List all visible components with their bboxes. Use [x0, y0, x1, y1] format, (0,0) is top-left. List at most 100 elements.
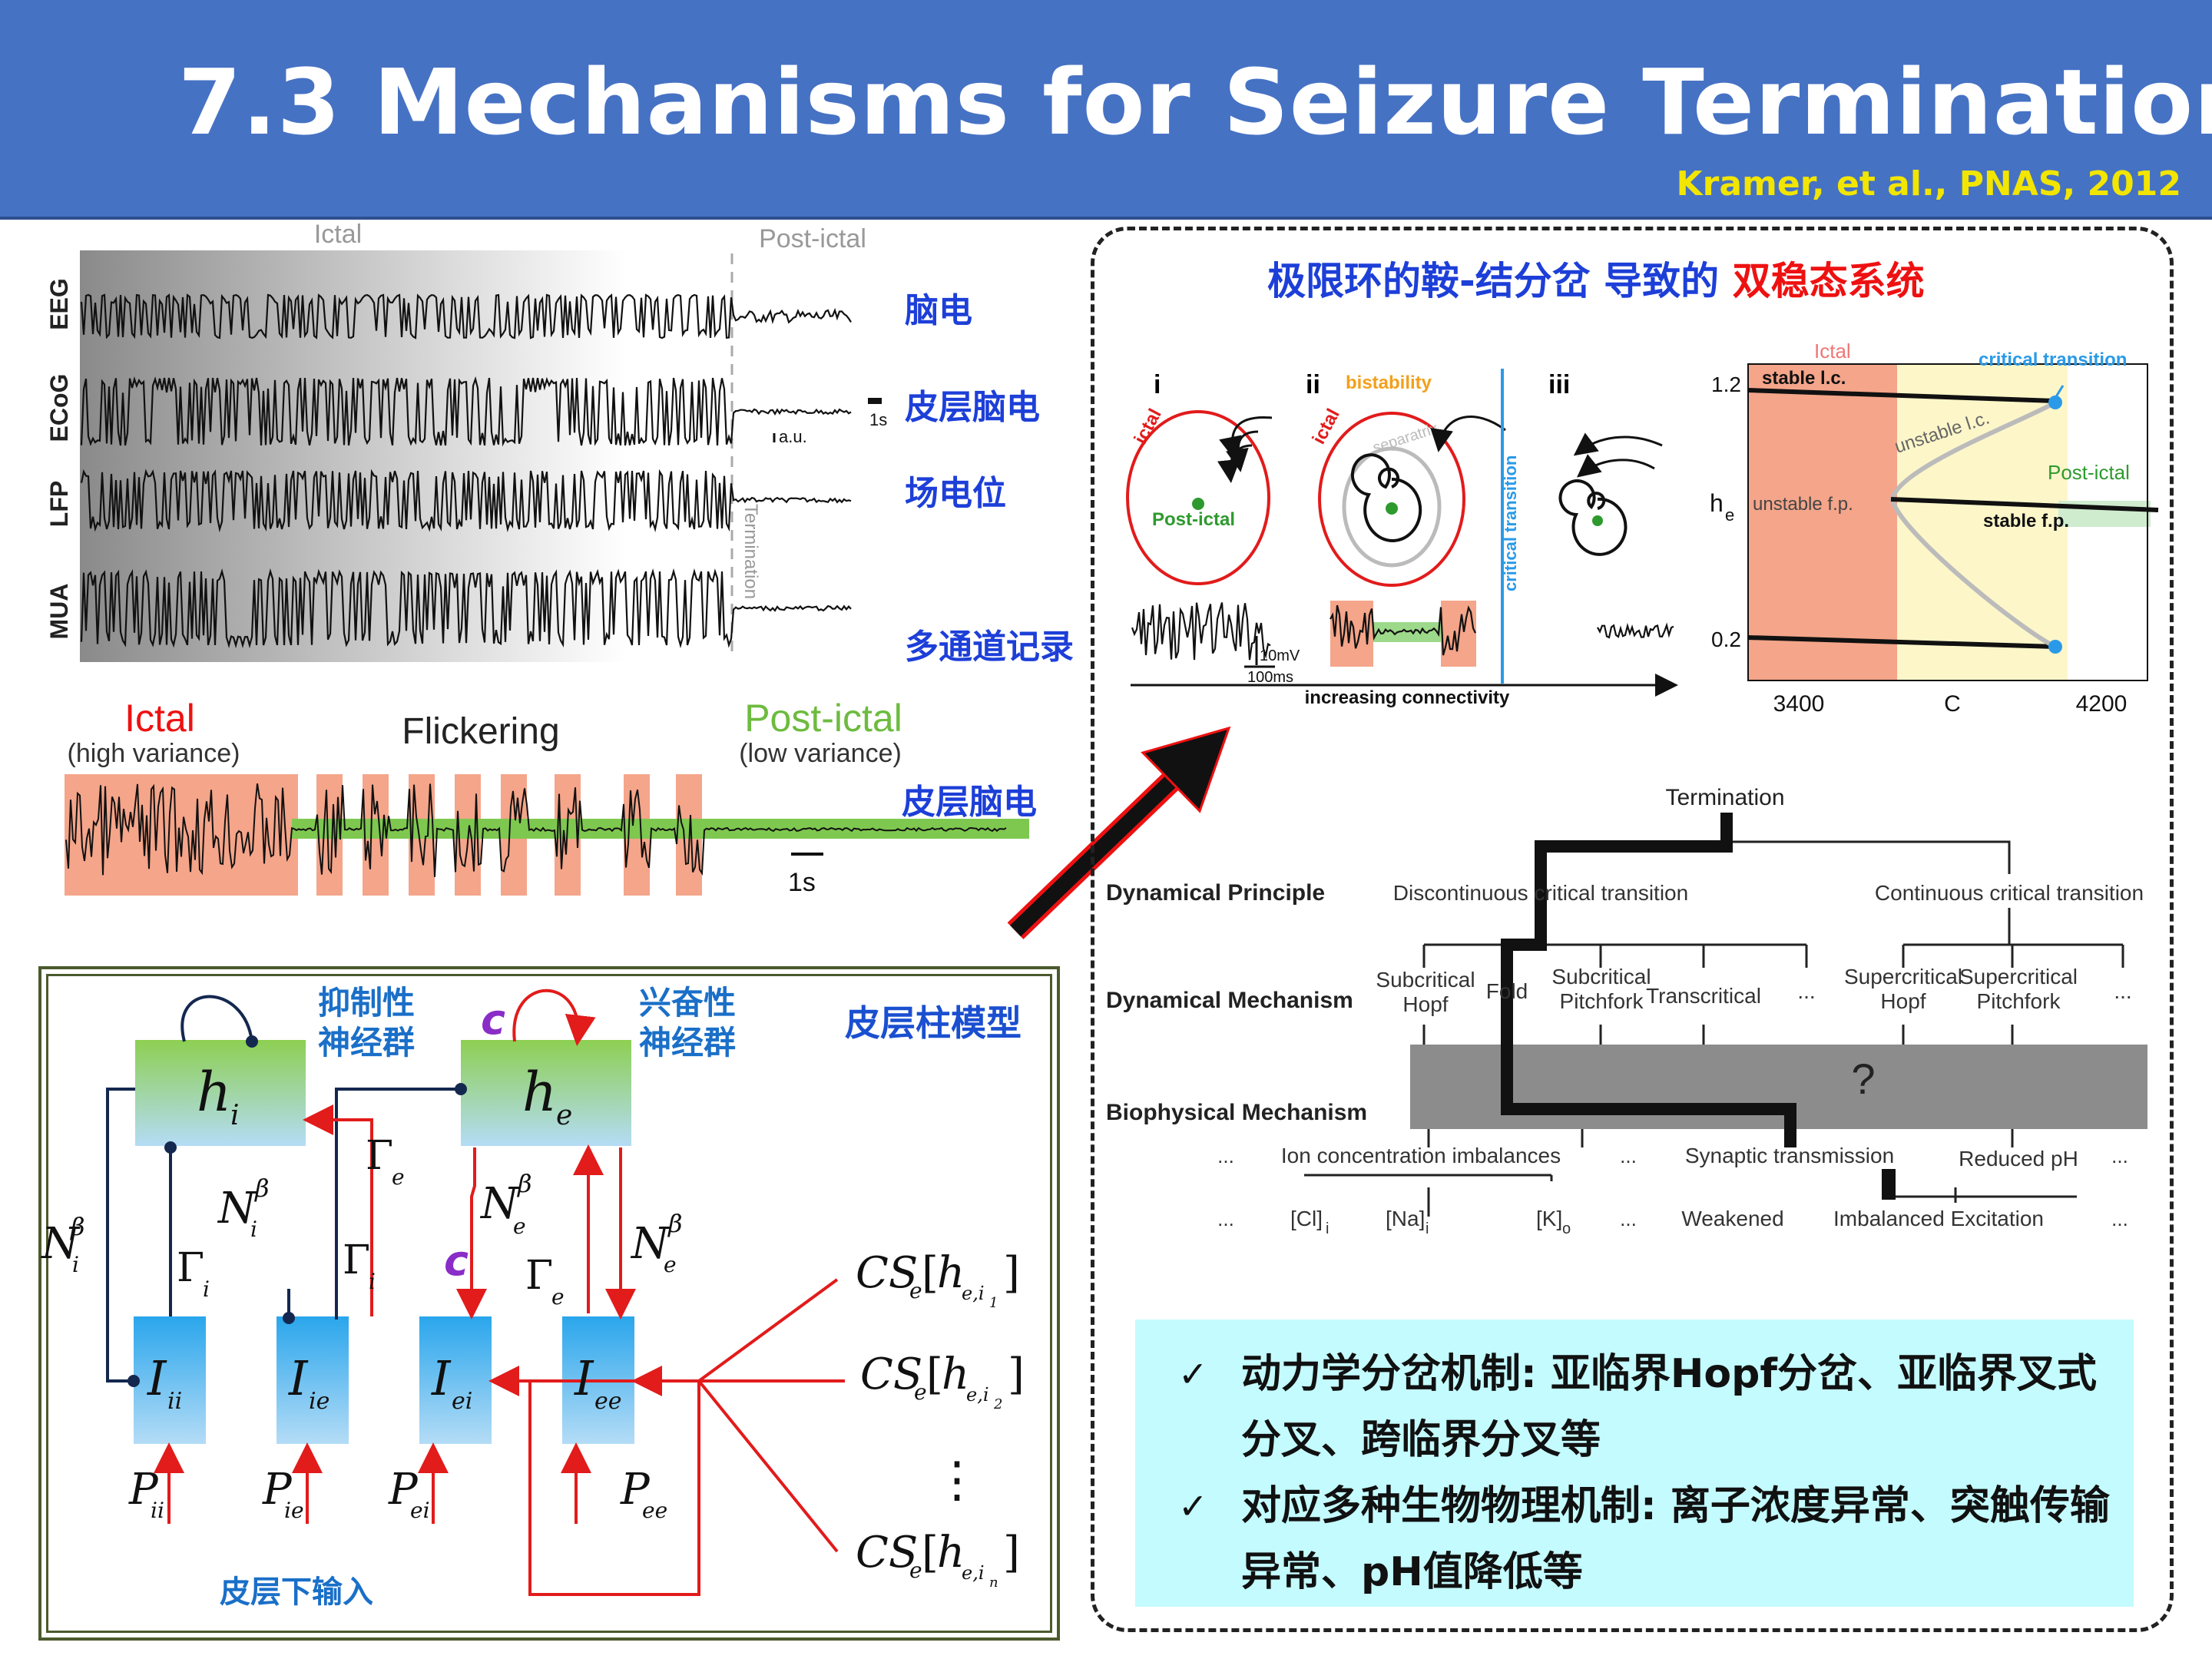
- svg-text:1: 1: [989, 1295, 998, 1311]
- bd-postictal: Post-ictal: [2048, 461, 2130, 484]
- flicker-post: Post-ictal: [744, 697, 902, 740]
- termination-label: Termination: [740, 504, 761, 599]
- postictal-label: Post-ictal: [759, 224, 866, 253]
- principle-discontinuous: Discontinuous critical transition: [1393, 881, 1688, 905]
- cs-input-2: CS: [860, 1349, 922, 1399]
- cn-lfp: 场电位: [905, 474, 1006, 513]
- bio-ellipsis-3: ...: [2111, 1144, 2128, 1167]
- critical-transition-v: critical transition: [1501, 455, 1520, 591]
- ictal-label: Ictal: [314, 220, 362, 249]
- trace-line: [80, 376, 852, 447]
- panel-iii: iii: [1548, 370, 1570, 399]
- termination-tree: ? Termination Dynamical Principle Dynami…: [1106, 785, 2147, 1237]
- bio-ion: Ion concentration imbalances: [1281, 1144, 1561, 1167]
- svg-text:e,i: e,i: [966, 1384, 989, 1406]
- svg-text:e,i: e,i: [962, 1283, 985, 1304]
- model-frame: [38, 966, 1060, 1641]
- svg-text:[: [: [922, 1528, 939, 1578]
- portrait-trace-line: [1131, 602, 1271, 661]
- flicker-ictal: Ictal: [124, 697, 195, 740]
- bd-stable-fp: stable f.p.: [1983, 511, 2069, 531]
- scale-ms: 100ms: [1247, 669, 1293, 686]
- svg-text:e: e: [909, 1278, 922, 1303]
- svg-text:]: ]: [1008, 1349, 1025, 1399]
- svg-text:e: e: [551, 1284, 565, 1310]
- svg-text:e: e: [392, 1164, 405, 1190]
- postictal-i: Post-ictal: [1152, 509, 1235, 530]
- mech-supercritical-hopf: Supercritical Hopf: [1843, 965, 1963, 1013]
- tree-row-principle: Dynamical Principle: [1106, 880, 1325, 906]
- bd-y-tick-low: 0.2: [1711, 628, 1741, 651]
- bio-synaptic: Synaptic transmission: [1685, 1144, 1894, 1167]
- I-ii-sub: ii: [167, 1388, 182, 1415]
- gamma-i-right: Γ: [343, 1237, 370, 1283]
- bd-y-tick-high: 1.2: [1711, 373, 1741, 396]
- bio-ellipsis-2: ...: [1620, 1144, 1637, 1167]
- P-ei-sub: ei: [410, 1498, 430, 1523]
- trace-line: [80, 568, 852, 649]
- svg-text:2: 2: [993, 1396, 1002, 1412]
- P-ee-main: P: [620, 1465, 651, 1515]
- svg-text:i: i: [1326, 1220, 1329, 1237]
- title-bar: [0, 0, 2212, 220]
- svg-text:i: i: [72, 1252, 79, 1277]
- svg-text:n: n: [989, 1575, 998, 1591]
- check-icon: ✓: [1178, 1353, 1208, 1395]
- cn-flicker: 皮层脑电: [902, 783, 1037, 822]
- svg-text:e,i: e,i: [962, 1562, 985, 1584]
- tree-row-mechanism: Dynamical Mechanism: [1106, 988, 1353, 1013]
- cn-ecog: 皮层脑电: [905, 388, 1040, 427]
- conclusion-item-2: 对应多种生物物理机制: 离子浓度异常、突触传输异常、pH值降低等: [1241, 1483, 2110, 1595]
- flicker-post-sub: (low variance): [739, 739, 902, 768]
- inhib-label: 抑制性神经群: [318, 984, 416, 1061]
- bifurcation-diagram: Ictal critical transition stable l.c. un…: [1710, 339, 2159, 717]
- portrait-trace-line: [1597, 622, 1674, 639]
- I-ee-sub: ee: [594, 1388, 622, 1415]
- svg-text:β: β: [667, 1209, 683, 1238]
- c-label-top: c: [481, 995, 505, 1044]
- h-i-main: h: [197, 1061, 231, 1124]
- trace-line: [80, 469, 852, 533]
- svg-text:]: ]: [1003, 1248, 1020, 1298]
- bd-unstable-fp: unstable f.p.: [1753, 494, 1853, 515]
- h-i-box: [135, 1040, 306, 1146]
- svg-text:i: i: [203, 1277, 210, 1302]
- bd-ictal: Ictal: [1814, 339, 1851, 363]
- N-e-right: N: [630, 1219, 671, 1269]
- svg-text:i: i: [1426, 1220, 1429, 1237]
- sub-cl: [Cl]: [1290, 1207, 1323, 1230]
- tree-root: Termination: [1665, 785, 1784, 810]
- bd-x-tick-1: 3400: [1773, 691, 1825, 717]
- cs-dots: ⋮: [932, 1452, 982, 1508]
- mech-subcritical-pitchfork: Subcritical Pitchfork: [1551, 965, 1651, 1013]
- flicker-trace-line: [65, 783, 1007, 877]
- bifurcation-heading: 极限环的鞍-结分岔 导致的 双稳态系统: [1267, 259, 1925, 303]
- I-ii-box: [134, 1316, 206, 1444]
- I-ie-main: I: [288, 1350, 309, 1406]
- channel-eeg: EEG: [45, 278, 73, 330]
- I-ee-main: I: [574, 1350, 594, 1406]
- P-ie-sub: ie: [284, 1498, 304, 1523]
- c-label-bottom: c: [444, 1237, 469, 1285]
- panel-ii: ii: [1306, 370, 1320, 399]
- panel-i: i: [1154, 370, 1161, 399]
- N-e-middle: N: [479, 1179, 520, 1229]
- flickering-figure: Ictal (high variance) Flickering Post-ic…: [65, 697, 1029, 897]
- scale-au: a.u.: [779, 427, 807, 446]
- x-axis-label: increasing connectivity: [1305, 687, 1510, 708]
- mech-subcritical-hopf: Subcritical Hopf: [1376, 968, 1475, 1016]
- scale-mv: 10mV: [1260, 647, 1300, 664]
- svg-text:β: β: [254, 1174, 270, 1203]
- svg-text:e: e: [1725, 505, 1734, 525]
- big-arrow: [1007, 726, 1231, 939]
- sub-weakened: Weakened: [1681, 1207, 1783, 1230]
- sub-ellipsis-3: ...: [2111, 1207, 2128, 1230]
- flicker-ictal-sub: (high variance): [68, 739, 240, 768]
- P-ei-main: P: [388, 1465, 419, 1515]
- svg-text:β: β: [517, 1169, 532, 1198]
- svg-text:e: e: [914, 1379, 927, 1405]
- h-e-sub: e: [556, 1100, 572, 1131]
- svg-text:β: β: [70, 1212, 85, 1241]
- check-icon: ✓: [1178, 1485, 1208, 1527]
- trace-line: [80, 293, 852, 339]
